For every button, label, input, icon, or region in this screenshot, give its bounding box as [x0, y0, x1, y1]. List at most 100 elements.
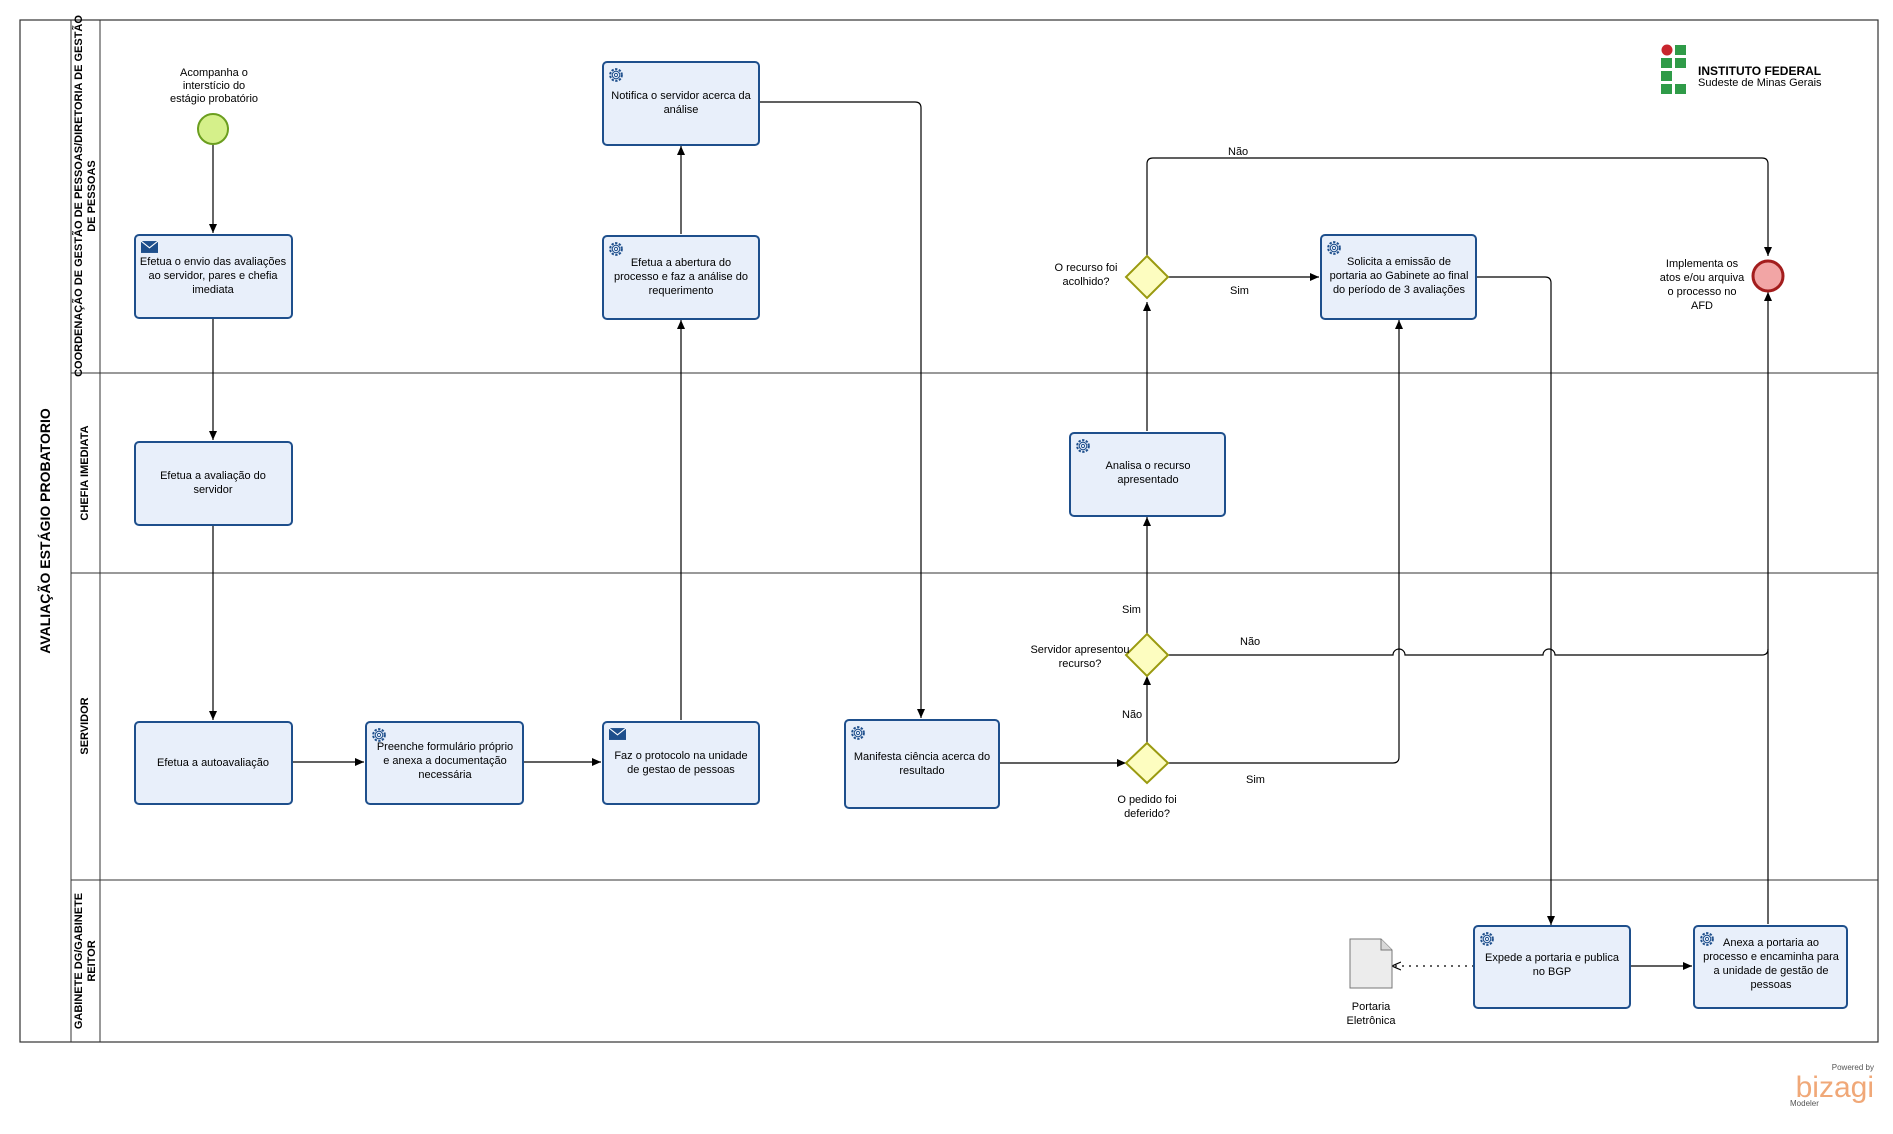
task-label: resultado	[899, 765, 944, 777]
gateway-label: acolhido?	[1062, 276, 1109, 288]
gateway-label: O recurso foi	[1055, 262, 1118, 274]
flow-label-acolhido-nao: Não	[1228, 146, 1248, 158]
flow-label-acolhido-sim: Sim	[1230, 285, 1249, 297]
task-label: Manifesta ciência acerca do	[854, 751, 990, 763]
task-label: do período de 3 avaliações	[1333, 284, 1466, 296]
start-event[interactable]: Acompanha o interstício do estágio proba…	[170, 67, 258, 145]
task-preenche-formulario[interactable]: Preenche formulário próprio e anexa a do…	[365, 721, 524, 805]
flow-label-recurso-sim: Sim	[1122, 604, 1141, 616]
start-event-label: estágio probatório	[170, 93, 258, 105]
task-label: Solicita a emissão de	[1347, 256, 1451, 268]
task-label: Efetua o envio das avaliações	[140, 256, 287, 268]
task-manifesta-ciencia[interactable]: Manifesta ciência acerca do resultado	[844, 719, 1000, 809]
task-analisa-recurso[interactable]: Analisa o recurso apresentado	[1069, 432, 1226, 517]
task-box[interactable]	[365, 721, 524, 805]
task-label: Notifica o servidor acerca da	[611, 90, 751, 102]
task-box[interactable]	[844, 719, 1000, 809]
lane-label-servidor: SERVIDOR	[79, 697, 91, 754]
gateway-label: Servidor apresentou	[1030, 644, 1129, 656]
task-box[interactable]	[1069, 432, 1226, 517]
flow-notifica-to-manifesta	[759, 101, 925, 718]
end-event-label: Implementa os	[1666, 258, 1739, 270]
task-envio-avaliacoes[interactable]: Efetua o envio das avaliações ao servido…	[134, 234, 293, 319]
flow-solicita-to-expede	[1476, 276, 1555, 925]
bizagi-logo: bizagi	[1796, 1071, 1874, 1104]
task-label: apresentado	[1117, 474, 1178, 486]
flow-acolhido-nao	[1146, 157, 1772, 256]
pool-title: AVALIAÇÃO ESTÁGIO PROBATORIO	[36, 408, 53, 654]
envelope-icon	[609, 728, 626, 740]
task-avaliacao-servidor[interactable]: Efetua a avaliação do servidor	[134, 441, 293, 526]
lane-label-line: SERVIDOR	[79, 697, 91, 754]
gateway-label: recurso?	[1059, 658, 1102, 670]
gateway-diamond[interactable]	[1124, 254, 1170, 300]
task-label: Expede a portaria e publica	[1485, 952, 1620, 964]
flow-labels: Não Sim Não Sim Sim Não	[1122, 146, 1265, 786]
task-autoavaliacao[interactable]: Efetua a autoavaliação	[134, 721, 293, 805]
task-label: servidor	[193, 484, 232, 496]
end-event-label: AFD	[1691, 300, 1713, 312]
powered-by-label: Powered by	[1832, 1063, 1874, 1072]
task-abertura-processo[interactable]: Efetua a abertura do processo e faz a an…	[602, 235, 760, 320]
task-solicita-portaria[interactable]: Solicita a emissão de portaria ao Gabine…	[1320, 234, 1477, 320]
task-expede-portaria[interactable]: Expede a portaria e publica no BGP	[1473, 925, 1631, 1009]
task-notifica-servidor[interactable]: Notifica o servidor acerca da análise	[602, 61, 760, 146]
flow-recurso-nao	[1168, 648, 1769, 656]
task-label: imediata	[192, 284, 234, 296]
task-box[interactable]	[1693, 925, 1848, 1009]
task-box[interactable]	[1473, 925, 1631, 1009]
artifact-portaria-eletronica[interactable]: Portaria Eletrônica	[1347, 938, 1397, 1027]
artifact-label: Portaria	[1352, 1001, 1391, 1013]
task-box[interactable]	[1320, 234, 1477, 320]
gateway-diamond[interactable]	[1124, 741, 1170, 785]
gateway-label: deferido?	[1124, 808, 1170, 820]
task-label: a unidade de gestão de	[1714, 965, 1829, 977]
task-label: pessoas	[1751, 979, 1792, 991]
gateway-recurso-acolhido[interactable]: O recurso foi acolhido?	[1055, 254, 1170, 300]
task-label: análise	[664, 104, 699, 116]
task-protocolo[interactable]: Faz o protocolo na unidade de gestao de …	[602, 721, 760, 805]
task-label: requerimento	[649, 285, 714, 297]
task-box[interactable]	[134, 234, 293, 319]
lane-label-line: COORDENAÇÃO DE GESTÃO DE PESSOAS/DIRETOR…	[72, 15, 85, 377]
task-label: processo e faz a análise do	[614, 271, 748, 283]
document-icon[interactable]	[1349, 938, 1393, 989]
institute-logo: INSTITUTO FEDERAL Sudeste de Minas Gerai…	[1661, 44, 1822, 94]
end-event-label: atos e/ou arquiva	[1660, 272, 1745, 284]
gateway-servidor-recurso[interactable]: Servidor apresentou recurso?	[1030, 632, 1170, 678]
pool: AVALIAÇÃO ESTÁGIO PROBATORIO	[19, 19, 1879, 1043]
sequence-flows	[209, 101, 1772, 966]
task-box[interactable]	[602, 61, 760, 146]
task-label: de gestao de pessoas	[627, 764, 735, 776]
task-label: ao servidor, pares e chefia	[148, 270, 278, 282]
task-anexa-portaria[interactable]: Anexa a portaria ao processo e encaminha…	[1693, 925, 1848, 1009]
gateway-pedido-deferido[interactable]: O pedido foi deferido?	[1117, 741, 1177, 820]
end-event[interactable]: Implementa os atos e/ou arquiva o proces…	[1660, 258, 1785, 312]
gateway-label: O pedido foi	[1117, 794, 1176, 806]
task-label: e anexa a documentação	[383, 755, 507, 767]
lane-label-chefia: CHEFIA IMEDIATA	[79, 425, 91, 520]
task-label: Efetua a avaliação do	[160, 470, 266, 482]
lane-label-line: REITOR	[86, 940, 98, 981]
flow-label-deferido-sim: Sim	[1246, 774, 1265, 786]
start-event-circle[interactable]	[197, 113, 229, 145]
task-box[interactable]	[602, 235, 760, 320]
lane-label-line: CHEFIA IMEDIATA	[79, 425, 91, 520]
end-event-circle[interactable]	[1751, 259, 1785, 293]
task-box[interactable]	[134, 441, 293, 526]
lane-label-coordenacao: COORDENAÇÃO DE GESTÃO DE PESSOAS/DIRETOR…	[72, 15, 98, 377]
lane-label-gabinete: GABINETE DG/GABINETE REITOR	[73, 893, 98, 1029]
start-event-label: Acompanha o	[180, 67, 248, 79]
task-label: portaria ao Gabinete ao final	[1330, 270, 1469, 282]
task-box[interactable]	[602, 721, 760, 805]
artifact-label: Eletrônica	[1347, 1015, 1397, 1027]
logo-subtitle: Sudeste de Minas Gerais	[1698, 77, 1822, 89]
flow-deferido-sim	[1168, 320, 1403, 764]
task-label: Faz o protocolo na unidade	[614, 750, 747, 762]
task-box[interactable]	[134, 721, 293, 805]
gateway-diamond[interactable]	[1124, 632, 1170, 678]
task-label: Anexa a portaria ao	[1723, 937, 1819, 949]
logo-red-dot	[1661, 44, 1673, 56]
logo-title: INSTITUTO FEDERAL	[1698, 64, 1821, 78]
